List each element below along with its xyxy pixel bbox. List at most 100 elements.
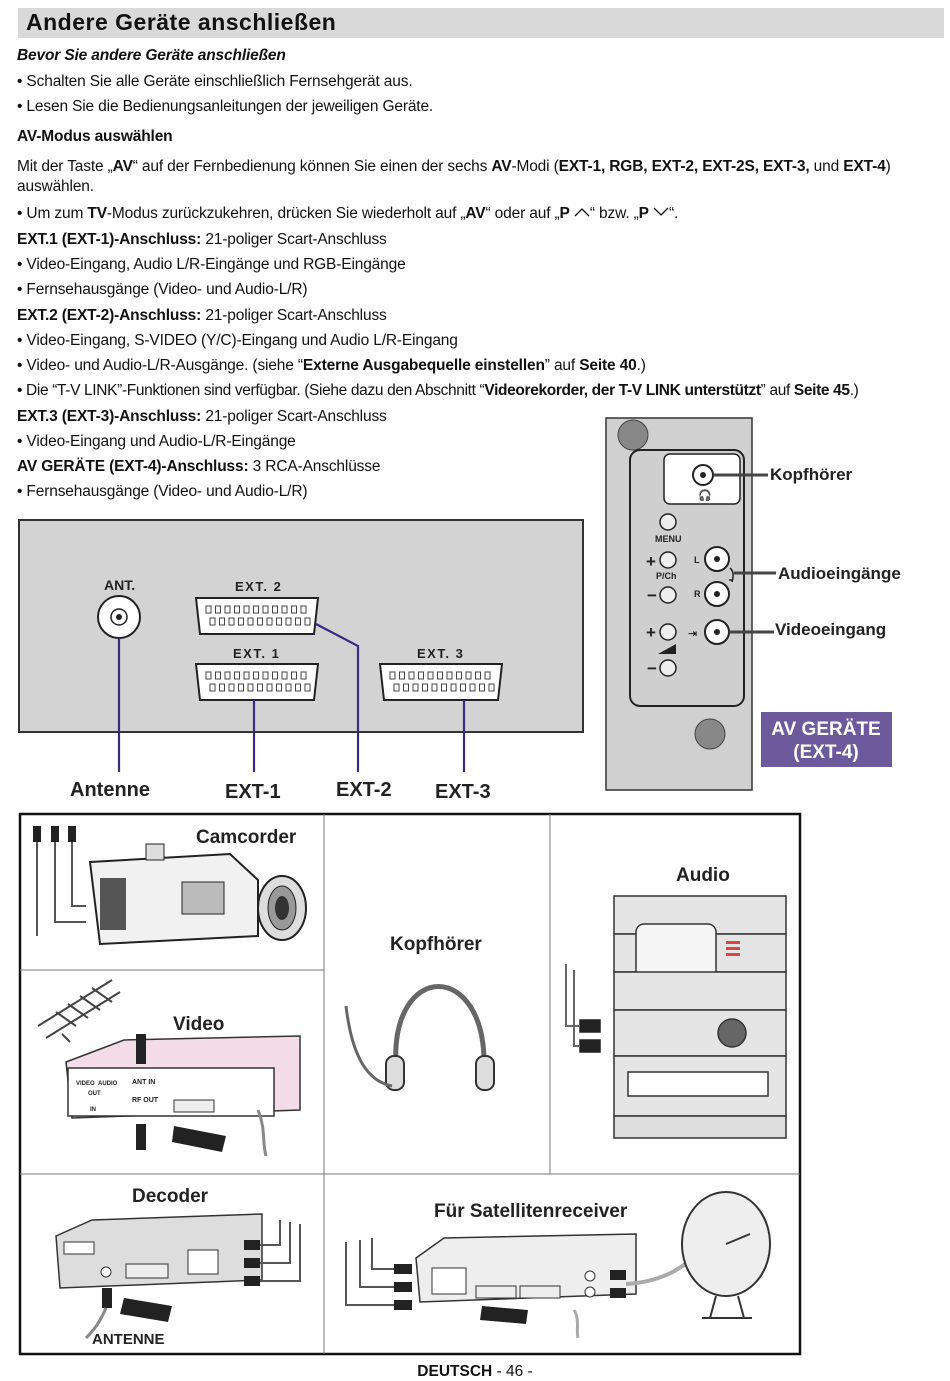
scart-pin (238, 617, 244, 626)
svg-text:VIDEO: VIDEO (76, 1081, 95, 1087)
callout-ext3: EXT-3 (435, 781, 491, 803)
scart-pin (262, 605, 269, 614)
scart-pin (285, 683, 292, 692)
rear-panel-diagram: ANT. EXT. 2 EXT. 1 EXT. 3 Antenne EXT-1 … (18, 519, 584, 803)
page-title: Andere Geräte anschließen (26, 9, 337, 35)
ext2-bullet-1: • Video-Eingang, S-VIDEO (Y/C)-Eingang u… (17, 332, 458, 349)
scart-pin (238, 683, 244, 692)
scart-pin (228, 683, 235, 692)
video-label: Video (173, 1014, 224, 1035)
ext1-bullet-2: • Fernsehausgänge (Video- und Audio-L/R) (17, 281, 308, 298)
scart-pin (272, 671, 278, 680)
ext2-label: EXT. 2 (235, 579, 282, 594)
svg-text:IN: IN (90, 1107, 96, 1113)
scart-pin (295, 683, 301, 692)
audio-stack-illustration (565, 895, 787, 1139)
scart-pin (300, 671, 307, 680)
headphones-illustration (344, 984, 495, 1091)
callout-videoeingang: Videoeingang (775, 620, 886, 639)
intro-bullet-1: • Schalten Sie alle Geräte einschließlic… (17, 73, 413, 90)
scart-pin (431, 683, 438, 692)
av-heading: AV-Modus auswählen (17, 128, 173, 145)
scart-pin (219, 617, 225, 626)
scart-pin (253, 671, 259, 680)
devices-grid: Camcorder Kopfhörer Audio Video (18, 812, 802, 1356)
scart-pin (300, 605, 307, 614)
ext2-bullet-3: • Die “T-V LINK”-Funktionen sind verfügb… (17, 382, 859, 399)
intro-bullet-2: • Lesen Sie die Bedienungsanleitungen de… (17, 98, 434, 115)
scart-pin (257, 683, 263, 692)
ext3-bullet-1: • Video-Eingang und Audio-L/R-Eingänge (17, 433, 296, 450)
scart-pin (460, 683, 466, 692)
scart-pin (437, 671, 443, 680)
scart-pin (224, 605, 231, 614)
scart-pin (205, 671, 212, 680)
program-down-button (659, 586, 677, 604)
ext3-scart-socket (378, 663, 504, 701)
audio-label: Audio (676, 865, 730, 886)
antenne-label: ANTENNE (92, 1331, 165, 1348)
l-label: L (694, 555, 700, 565)
scart-pin (446, 671, 453, 680)
av-text-line-1: Mit der Taste „AV“ auf der Fernbedienung… (17, 158, 891, 175)
headphone-icon: 🎧 (698, 489, 712, 502)
chevron-up-icon (574, 208, 590, 217)
scart-pin (304, 617, 311, 626)
menu-button (659, 513, 677, 531)
scart-pin (243, 671, 250, 680)
scart-pin (219, 683, 225, 692)
ext4-bullet-1: • Fernsehausgänge (Video- und Audio-L/R) (17, 483, 308, 500)
scart-pin (441, 683, 447, 692)
scart-pin (243, 605, 250, 614)
scart-pin (224, 671, 231, 680)
scart-pin (247, 617, 254, 626)
scart-pin (291, 671, 297, 680)
video-input-icon: ⇥ (688, 627, 697, 640)
scart-pin (389, 671, 396, 680)
satellit-label: Für Satellitenreceiver (434, 1201, 628, 1222)
ext4-heading: AV GERÄTE (EXT-4)-Anschluss: 3 RCA-Ansch… (17, 458, 381, 475)
scart-pin (479, 683, 485, 692)
ant-label: ANT. (104, 577, 135, 593)
menu-label: MENU (655, 534, 682, 544)
scart-pin (276, 617, 282, 626)
decoder-label: Decoder (132, 1186, 209, 1207)
scart-pin (399, 671, 405, 680)
footer-language: DEUTSCH (417, 1363, 493, 1380)
decoder-illustration (55, 1213, 301, 1340)
ext3-label: EXT. 3 (417, 646, 464, 661)
scart-pin (281, 605, 288, 614)
scart-pin (427, 671, 434, 680)
ext2-scart-socket (194, 597, 320, 635)
subtitle: Bevor Sie andere Geräte anschließen (17, 47, 286, 64)
audio-bracket-icon (729, 567, 734, 583)
scart-pin (272, 605, 278, 614)
callout-ext2: EXT-2 (336, 779, 392, 801)
av-geraete-badge (761, 712, 892, 767)
scart-pin (215, 671, 221, 680)
callout-audioeingaenge: Audioeingänge (778, 564, 901, 583)
program-up-button (659, 551, 677, 569)
scart-pin (281, 671, 288, 680)
camcorder-illustration (33, 826, 307, 946)
scart-pin (215, 605, 221, 614)
ext1-label: EXT. 1 (233, 646, 280, 661)
scart-pin (234, 671, 240, 680)
scart-pin (393, 683, 400, 692)
scart-pin (291, 605, 297, 614)
svg-text:RF OUT: RF OUT (132, 1097, 159, 1104)
scart-pin (304, 683, 311, 692)
ext1-heading: EXT.1 (EXT-1)-Anschluss: 21-poliger Scar… (17, 231, 387, 248)
scart-pin (456, 671, 462, 680)
scart-pin (403, 683, 409, 692)
callout-kopfhoerer: Kopfhörer (770, 465, 853, 484)
svg-text:+: + (646, 552, 656, 571)
scart-pin (266, 683, 273, 692)
ext2-bullet-2: • Video- und Audio-L/R-Ausgänge. (siehe … (17, 357, 646, 374)
side-panel-diagram: 🎧 Kopfhörer MENU + P/Ch − + − L R ⇥ Audi… (605, 417, 901, 791)
title-bar (18, 8, 944, 38)
video-recorder-illustration: VIDEO AUDIO OUT IN ANT IN RF OUT (37, 979, 301, 1157)
svg-text:ANT IN: ANT IN (132, 1079, 155, 1086)
scart-pin (266, 617, 273, 626)
callout-ext1: EXT-1 (225, 781, 281, 803)
